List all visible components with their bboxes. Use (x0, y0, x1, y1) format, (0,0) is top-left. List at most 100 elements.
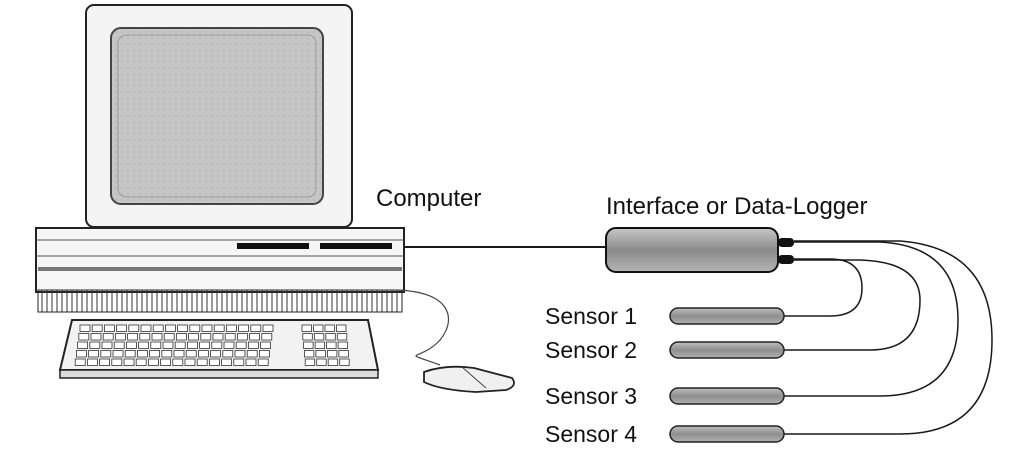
keyboard-key (222, 350, 234, 358)
sensor-1-label: Sensor 1 (545, 303, 637, 329)
sensor-2-probe (669, 341, 785, 359)
keyboard-key (196, 358, 208, 366)
keyboard-key (260, 341, 272, 349)
keyboard-key (91, 324, 103, 332)
keyboard-key (151, 333, 163, 341)
computer-base-unit (35, 227, 405, 313)
keyboard-key (175, 333, 187, 341)
sensor-4-probe (669, 425, 785, 443)
keyboard-key (337, 341, 349, 349)
keyboard-key (100, 350, 112, 358)
keyboard-key (99, 358, 110, 366)
keyboard-key (316, 358, 327, 366)
keyboard-key (88, 350, 99, 358)
keyboard-key (313, 333, 325, 341)
sensor-2-label: Sensor 2 (545, 337, 637, 363)
keyboard-key (77, 341, 88, 349)
keyboard-key (152, 324, 164, 332)
keyboard-key (261, 333, 273, 341)
keyboard-key (257, 358, 269, 366)
keyboard-key (301, 324, 312, 332)
keyboard-key (89, 341, 101, 349)
keyboard-key (304, 358, 316, 366)
keyboard-key (238, 324, 250, 332)
keyboard-key (74, 358, 86, 366)
keyboard-key (324, 324, 335, 332)
keyboard-key (111, 358, 123, 366)
keyboard-key (126, 341, 137, 349)
sensor-1-probe (669, 307, 785, 325)
keyboard-key (79, 324, 91, 332)
monitor (85, 4, 353, 228)
mouse (391, 289, 515, 393)
keyboard-key (236, 333, 248, 341)
keyboard-key (211, 341, 223, 349)
keyboard-key (184, 358, 196, 366)
keyboard-key (135, 358, 147, 366)
keyboard-key (76, 350, 87, 358)
sensor-cable-1 (782, 258, 863, 317)
keyboard-key (128, 324, 140, 332)
keyboard-key (326, 341, 337, 349)
sensor-cable-2 (782, 259, 921, 351)
monitor-screen (110, 27, 324, 205)
interface-data-logger (605, 227, 794, 273)
keyboard-key (314, 341, 326, 349)
keyboard-key (177, 324, 189, 332)
sensor-3-label: Sensor 3 (545, 383, 637, 409)
keyboard-key (221, 358, 233, 366)
sensor-cable-3 (782, 241, 959, 397)
logger-port (778, 255, 794, 264)
keyboard-key (225, 324, 237, 332)
keyboard-key (249, 333, 261, 341)
keyboard-key (188, 333, 200, 341)
keyboard-key (189, 324, 201, 332)
vent-grille (37, 289, 403, 313)
keyboard-key (235, 341, 247, 349)
keyboard-key (325, 333, 336, 341)
keyboard-key (199, 341, 211, 349)
keyboard-key (201, 324, 213, 332)
keyboard-key (161, 350, 173, 358)
keyboard-key (78, 333, 90, 341)
keyboard-key (139, 333, 151, 341)
keyboard-key (197, 350, 209, 358)
keyboard-key (115, 333, 126, 341)
keyboard-key (123, 358, 135, 366)
keyboard-key (303, 350, 315, 358)
sensors (669, 307, 785, 443)
sensor-4-label: Sensor 4 (545, 421, 637, 447)
keyboard-key (149, 350, 161, 358)
keyboard-key (186, 341, 198, 349)
keyboard-key (210, 350, 222, 358)
keyboard-key (250, 324, 262, 332)
keyboard-key (233, 358, 245, 366)
sensor-cable-4 (782, 240, 993, 435)
logger-port (778, 238, 794, 247)
keyboard-key (162, 341, 174, 349)
keyboard-key (124, 350, 136, 358)
keyboard-key (90, 333, 102, 341)
keyboard-key (213, 324, 225, 332)
keyboard-key (313, 324, 324, 332)
keyboard-key (116, 324, 127, 332)
keyboard-key (164, 324, 176, 332)
sensor-cables (782, 240, 993, 435)
keyboard-key (262, 324, 274, 332)
keyboard-key (150, 341, 162, 349)
keyboard-key (327, 358, 339, 366)
keyboard-key (212, 333, 224, 341)
keyboard-key (326, 350, 338, 358)
keyboard-key (104, 324, 115, 332)
keyboard-key (246, 350, 258, 358)
keyboard-key (234, 350, 246, 358)
keyboard-key (208, 358, 220, 366)
keyboard-key (339, 358, 350, 366)
keyboard-key (127, 333, 138, 341)
disk-drive-slot (237, 243, 309, 249)
keyboard-key (136, 350, 148, 358)
keyboard-key (336, 324, 347, 332)
keyboard-key (163, 333, 175, 341)
